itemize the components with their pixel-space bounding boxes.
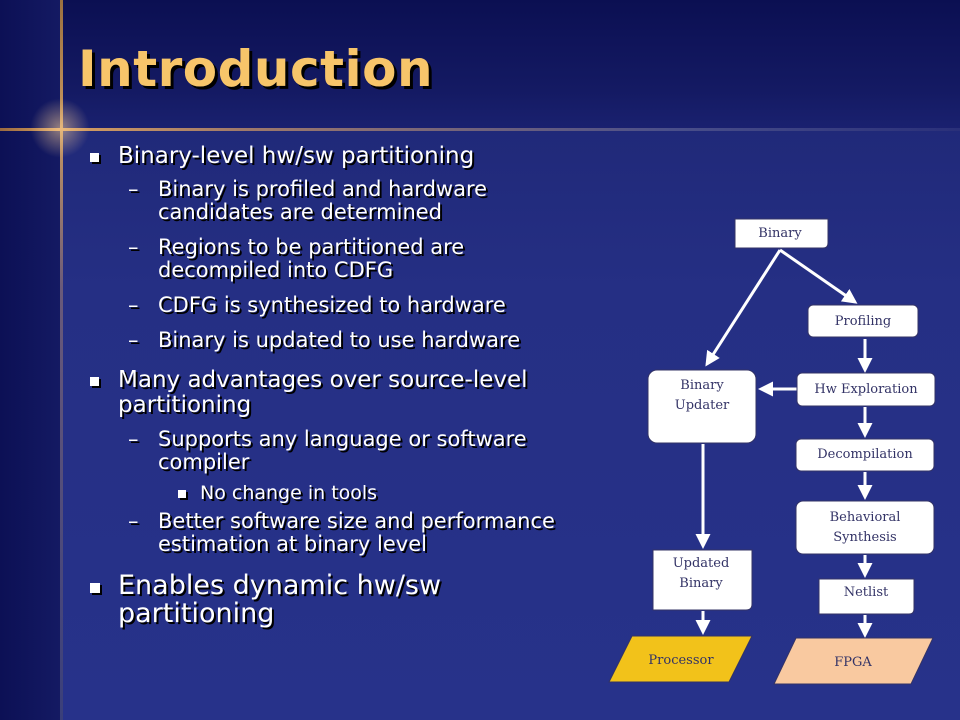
node-profiling-label: Profiling (835, 314, 891, 329)
node-fpga: FPGA (773, 637, 934, 685)
dash-icon: – (128, 328, 139, 352)
node-behavioral-synthesis-label-1: Behavioral (830, 510, 901, 525)
node-hw-exploration-label: Hw Exploration (814, 382, 918, 397)
bullet-text: estimation at binary level (158, 532, 427, 556)
bullet-text: No change in tools (200, 482, 378, 504)
bullet-text: Binary is profiled and hardware (158, 177, 488, 201)
node-fpga-label: FPGA (834, 655, 872, 670)
bullet-text: Binary is updated to use hardware (158, 328, 521, 352)
node-decompilation-label: Decompilation (817, 447, 913, 462)
node-hw-exploration: Hw Exploration (796, 372, 936, 407)
dash-icon: – (128, 427, 139, 451)
dash-icon: – (128, 235, 139, 259)
vertical-accent-line (60, 0, 63, 720)
bullet-text: Better software size and performance (158, 509, 555, 533)
dash-icon: – (128, 177, 139, 201)
node-behavioral-synthesis-label-2: Synthesis (833, 530, 896, 545)
bullet-many-advantages: Many advantages over source-level partit… (88, 368, 633, 418)
bullet-text: Many advantages over source-level (118, 367, 528, 393)
bullet-binary-level: Binary-level hw/sw partitioning (88, 144, 633, 169)
dash-icon: – (128, 509, 139, 533)
bullet-text: partitioning (118, 392, 252, 418)
flow-arrows (695, 248, 873, 638)
node-binary: Binary (734, 218, 829, 249)
bullet-text: Regions to be partitioned are (158, 235, 465, 259)
arrow-binary-to-updater (705, 249, 782, 367)
bullet-square-icon (178, 490, 186, 498)
node-updated-binary-label-1: Updated (673, 556, 730, 571)
subbullet-profiled: – Binary is profiled and hardware candid… (88, 178, 633, 224)
bullet-dynamic-partitioning: Enables dynamic hw/sw partitioning (88, 572, 633, 628)
subbullet-better-size: – Better software size and performance e… (88, 510, 633, 556)
bullet-text: candidates are determined (158, 200, 443, 224)
node-binary-label: Binary (758, 226, 802, 241)
accent-glow (30, 98, 90, 158)
subbullet-synthesized: – CDFG is synthesized to hardware (88, 294, 633, 317)
bullet-text: Binary-level hw/sw partitioning (118, 143, 475, 169)
slide-title: Introduction (78, 40, 434, 98)
node-binary-updater-label-2: Updater (675, 398, 730, 413)
node-binary-updater: Binary Updater (647, 369, 757, 444)
bullet-text: Enables dynamic hw/sw (118, 570, 442, 601)
dash-icon: – (128, 293, 139, 317)
header-band (0, 0, 960, 130)
bullet-square-icon (90, 377, 99, 386)
node-updated-binary-label-2: Binary (679, 576, 723, 591)
bullet-square-icon (90, 153, 99, 162)
node-processor: Processor (608, 635, 753, 683)
bullet-text: compiler (158, 450, 250, 474)
bullet-text: Supports any language or software (158, 427, 527, 451)
node-behavioral-synthesis: Behavioral Synthesis (795, 500, 935, 555)
node-decompilation: Decompilation (795, 438, 935, 472)
node-netlist-label: Netlist (844, 585, 889, 600)
bullet-list: Binary-level hw/sw partitioning – Binary… (88, 140, 633, 628)
subbullet-decompiled: – Regions to be partitioned are decompil… (88, 236, 633, 282)
node-binary-updater-label-1: Binary (680, 378, 724, 393)
arrow-binary-to-profiling (779, 248, 858, 304)
bullet-text: decompiled into CDFG (158, 258, 394, 282)
node-updated-binary: Updated Binary (652, 549, 753, 611)
bullet-text: CDFG is synthesized to hardware (158, 293, 506, 317)
node-netlist: Netlist (818, 578, 915, 615)
horizontal-accent-line (0, 128, 960, 131)
subsubbullet-no-change: No change in tools (88, 482, 633, 504)
bullet-text: partitioning (118, 598, 275, 629)
node-profiling: Profiling (807, 304, 919, 338)
bullet-square-icon (90, 583, 100, 593)
subbullet-any-language: – Supports any language or software comp… (88, 428, 633, 474)
node-processor-label: Processor (648, 653, 714, 668)
subbullet-updated: – Binary is updated to use hardware (88, 329, 633, 352)
